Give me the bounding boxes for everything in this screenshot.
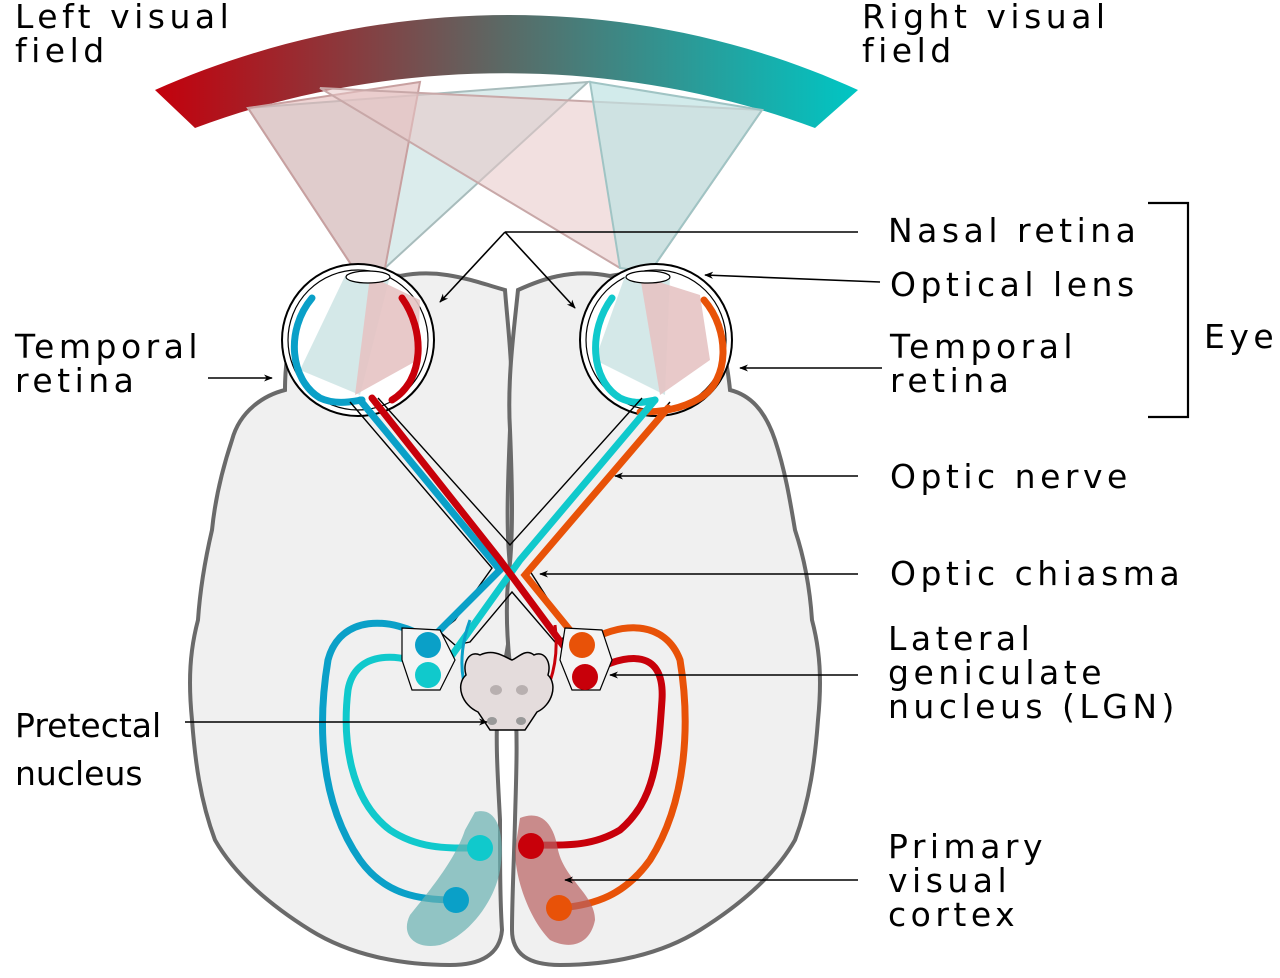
left-temporal-retina	[290, 294, 366, 406]
lgn-label: Lateral geniculate nucleus (LGN)	[888, 622, 1179, 724]
temporal-retina-left-line-2: retina	[15, 361, 139, 400]
eye-label: Eye	[1204, 317, 1279, 356]
temporal-retina-right-label: Temporal retina	[890, 330, 1077, 398]
midbrain	[459, 651, 554, 731]
right-v1-orange	[546, 895, 572, 921]
primary-visual-cortex-line-1: Primary	[888, 827, 1048, 866]
pathway-right-nasal-cyan	[342, 396, 659, 852]
temporal-retina-right-line-1: Temporal	[890, 327, 1078, 366]
optical-lens-pointer	[704, 271, 881, 283]
optic-chiasma-label: Optic chiasma	[890, 554, 1185, 593]
pathway-left-temporal-blue	[319, 396, 505, 904]
right-optical-lens	[625, 270, 671, 284]
left-visual-field-label: Left visual field	[15, 0, 233, 68]
pathway-right-temporal-orange	[520, 404, 689, 912]
lgn	[401, 627, 613, 691]
right-lgn-red	[572, 664, 598, 690]
pretectal-nucleus-label: Pretectal nucleus	[15, 702, 161, 798]
lgn-line-2: geniculate	[888, 653, 1107, 692]
nasal-retina-right-pointer	[504, 231, 576, 309]
field-of-view-cones	[246, 80, 764, 274]
temporal-retina-left-line-1: Temporal	[15, 327, 203, 366]
brain-right-hemisphere	[504, 271, 822, 968]
right-eye-field-cone-nasal	[588, 80, 764, 274]
left-eye	[281, 263, 435, 417]
nasal-retina-label: Nasal retina	[888, 211, 1141, 250]
visual-field-arc	[155, 15, 858, 128]
right-visual-field-line-1: Right visual	[862, 0, 1110, 36]
pathway-left-nasal-red	[368, 394, 666, 849]
left-v1-cyan	[467, 835, 493, 861]
right-nasal-retina	[592, 294, 659, 406]
left-optical-lens	[345, 270, 391, 284]
left-pretectal-nucleus	[487, 717, 497, 725]
right-eye	[579, 263, 733, 417]
lgn-line-3: nucleus (LGN)	[888, 687, 1179, 726]
right-v1-red	[518, 833, 544, 859]
optic-nerve-label: Optic nerve	[890, 457, 1132, 496]
primary-visual-cortex	[406, 811, 595, 946]
pointer-lines	[185, 201, 1190, 884]
left-visual-field-line-2: field	[15, 31, 109, 70]
left-v1-blue	[443, 887, 469, 913]
primary-visual-cortex-line-2: visual	[888, 861, 1012, 900]
temporal-retina-left-label: Temporal retina	[15, 330, 202, 398]
lgn-line-1: Lateral	[888, 619, 1035, 658]
nasal-retina-left-pointer	[439, 231, 506, 303]
pretectal-nucleus-line-1: Pretectal	[15, 706, 162, 745]
pretectal-nucleus-line-2: nucleus	[15, 754, 143, 793]
temporal-retina-right-line-2: retina	[890, 361, 1014, 400]
right-lgn-orange	[569, 632, 595, 658]
left-nasal-retina	[388, 294, 422, 404]
primary-visual-cortex-line-3: cortex	[888, 895, 1020, 934]
primary-visual-cortex-label: Primary visual cortex	[888, 830, 1047, 932]
left-lgn-blue	[415, 632, 441, 658]
brain	[188, 271, 822, 968]
left-visual-field-line-1: Left visual	[15, 0, 234, 36]
right-visual-field-line-2: field	[862, 31, 956, 70]
eye-bracket	[1148, 201, 1190, 419]
right-pretectal-nucleus	[516, 717, 526, 725]
right-visual-field-label: Right visual field	[862, 0, 1110, 68]
optical-lens-label: Optical lens	[890, 265, 1139, 304]
left-lgn-cyan	[415, 662, 441, 688]
